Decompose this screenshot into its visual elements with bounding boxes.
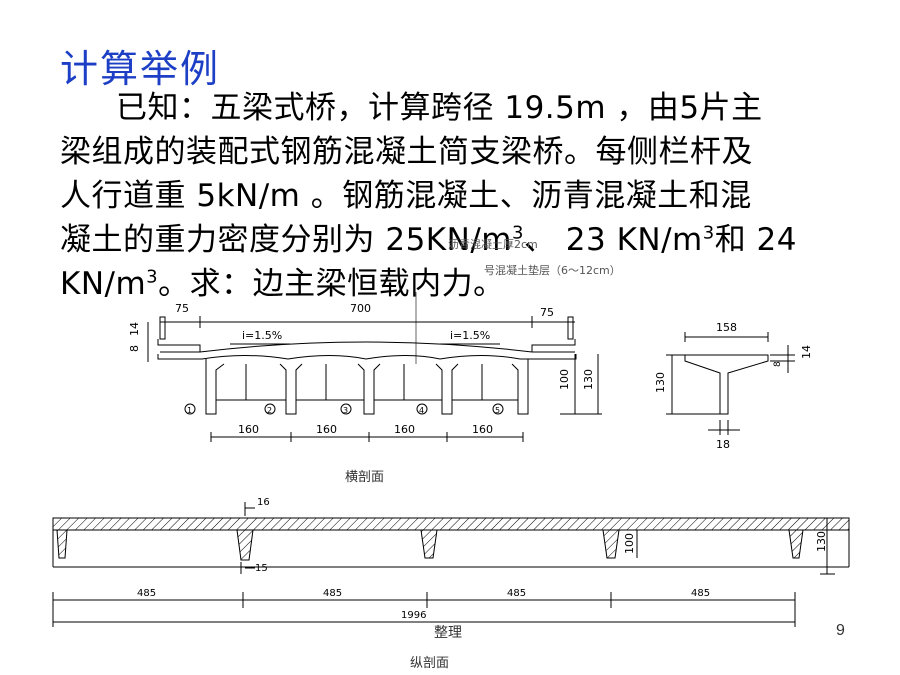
- long-dim-h130: 130: [815, 531, 828, 552]
- slide-title: 计算举例: [60, 47, 221, 91]
- page-number: 9: [836, 622, 845, 639]
- beam-number-2: 2: [267, 406, 272, 415]
- dim-h130: 130: [582, 369, 595, 390]
- tbeam-flange-width: 158: [716, 321, 737, 334]
- beam-number-5: 5: [495, 406, 500, 415]
- dim-h100: 100: [558, 369, 571, 390]
- dim-sidewalk-left: 75: [175, 302, 189, 315]
- long-span-2: 485: [323, 588, 342, 599]
- long-span-1: 485: [137, 588, 156, 599]
- beam-number-1: 1: [187, 406, 192, 415]
- statement-line-2: 梁组成的装配式钢筋混凝土简支梁桥。每侧栏杆及: [60, 134, 753, 170]
- long-span-3: 485: [507, 588, 526, 599]
- longitudinal-section-label: 纵剖面: [410, 656, 450, 671]
- cross-section-drawing: 75 700 75 i=1.5% i=1.5% 14 8 100 130 160…: [128, 292, 602, 442]
- cross-section-label: 横剖面: [345, 470, 385, 485]
- slope-right: i=1.5%: [450, 329, 490, 342]
- longitudinal-section-drawing: 16 15 100 130 485 485 485 485 1996: [52, 497, 850, 627]
- long-total: 1996: [401, 610, 426, 621]
- footer-text: 整理: [434, 625, 462, 641]
- asphalt-annotation: 沥青混凝土厚2cm: [448, 238, 538, 251]
- statement-line-3: 人行道重 5kN/m 。钢筋混凝土、沥青混凝土和混: [60, 178, 752, 214]
- long-dim-h100: 100: [623, 533, 636, 554]
- statement-line-4: 凝土的重力密度分别为 25KN/m3、 23 KN/m3和 24: [60, 222, 798, 258]
- dim-h14: 14: [128, 322, 141, 336]
- base-layer-annotation: 号混凝土垫层（6～12cm）: [484, 264, 621, 277]
- problem-statement: 已知：五梁式桥，计算跨径 19.5m ，由5片主 梁组成的装配式钢筋混凝土简支梁…: [60, 86, 850, 306]
- dim-spacing-4: 160: [472, 423, 493, 436]
- dim-spacing-2: 160: [316, 423, 337, 436]
- dim-spacing-1: 160: [238, 423, 259, 436]
- dim-deck-width: 700: [350, 302, 371, 315]
- long-dim-15: 15: [255, 563, 268, 574]
- tbeam-h130: 130: [654, 372, 667, 393]
- beam-number-3: 3: [343, 406, 348, 415]
- dim-h8: 8: [128, 345, 141, 352]
- long-span-4: 485: [691, 588, 710, 599]
- dim-spacing-3: 160: [394, 423, 415, 436]
- long-dim-16: 16: [257, 497, 270, 508]
- tbeam-web: 18: [716, 438, 730, 451]
- slope-left: i=1.5%: [242, 329, 282, 342]
- statement-line-1: 已知：五梁式桥，计算跨径 19.5m ，由5片主: [116, 90, 763, 126]
- beam-number-4: 4: [419, 406, 424, 415]
- tbeam-section-drawing: 158 8 14 130 18: [654, 321, 813, 451]
- statement-line-5: KN/m3。求：边主梁恒载内力。: [60, 266, 505, 302]
- dim-sidewalk-right: 75: [540, 306, 554, 319]
- tbeam-h8: 8: [773, 361, 783, 367]
- tbeam-h14: 14: [800, 345, 813, 359]
